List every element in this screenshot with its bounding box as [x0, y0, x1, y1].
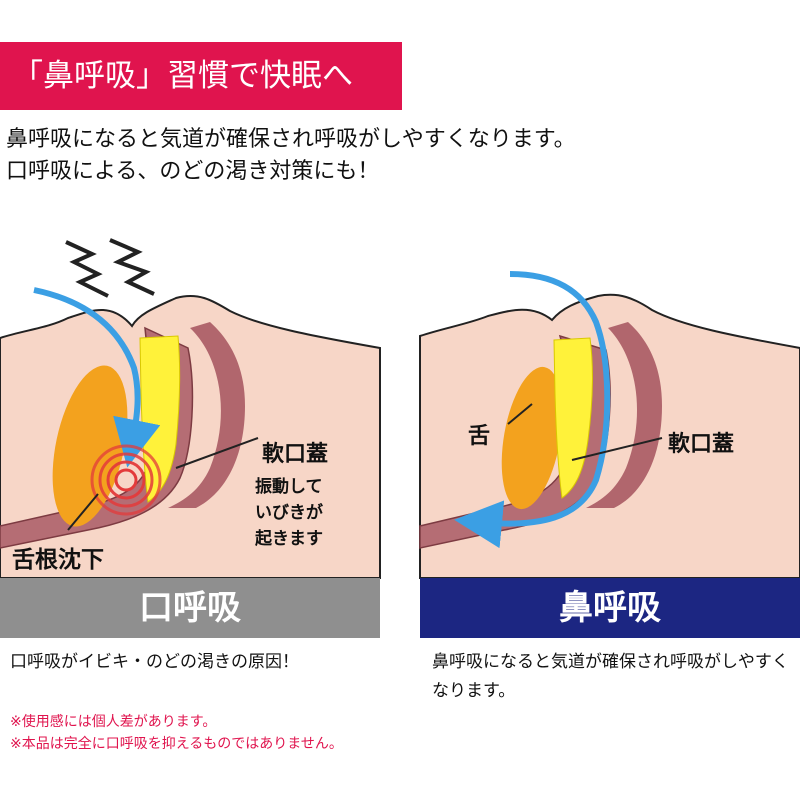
intro-line-2: 口呼吸による、のどの渇き対策にも！	[6, 159, 380, 184]
left-tongue-root-label: 舌根沈下	[12, 547, 104, 573]
tongue-root-pointer	[67, 493, 99, 531]
disclaimer-line-2: ※本品は完全に口呼吸を抑えるものではありません。	[10, 736, 343, 752]
soft-palate-pointer	[571, 437, 663, 461]
mouth-breathing-diagram	[0, 238, 381, 579]
nose-breathing-diagram	[419, 271, 800, 579]
throat-detail	[586, 322, 662, 508]
disclaimer-notes: ※使用感には個人差があります。 ※本品は完全に口呼吸を抑えるものではありません。	[10, 711, 510, 755]
snore-bolt-1	[65, 240, 109, 298]
mouth-airflow	[33, 287, 161, 468]
disclaimer-line-1: ※使用感には個人差があります。	[10, 714, 217, 730]
mouth-breathing-mode-bar: 口呼吸	[0, 578, 380, 638]
right-soft-palate-label: 軟口蓋	[668, 432, 735, 457]
nose-breathing-mode-bar: 鼻呼吸	[420, 578, 800, 638]
mouth-breathing-illustration: 軟口蓋 振動して いびきが 起きます 舌根沈下	[0, 208, 381, 579]
snore-vibration-icon	[90, 444, 162, 516]
tongue-pointer	[507, 403, 533, 425]
left-vibration-line-3: 起きます	[255, 529, 323, 549]
left-vibration-line-1: 振動して	[255, 477, 323, 497]
left-soft-palate-label: 軟口蓋	[262, 442, 329, 467]
headline-banner: 「鼻呼吸」習慣で快眠へ	[0, 42, 402, 110]
soft-palate-pointer	[175, 437, 259, 469]
left-vibration-line-2: いびきが	[255, 503, 323, 523]
intro-text: 鼻呼吸になると気道が確保され呼吸がしやすくなります。 口呼吸による、のどの渇き対…	[6, 124, 786, 188]
snore-bolt-2	[109, 238, 155, 296]
mouth-breathing-caption: 口呼吸がイビキ・のどの渇きの原因！	[10, 652, 299, 672]
nasal-airflow	[454, 271, 611, 549]
nose-breathing-caption: 鼻呼吸になると気道が確保され呼吸がしやすくなります。	[432, 652, 789, 701]
intro-line-1: 鼻呼吸になると気道が確保され呼吸がしやすくなります。	[6, 127, 576, 152]
tongue-shape	[501, 366, 563, 510]
nose-breathing-illustration: 舌 軟口蓋	[419, 208, 800, 579]
throat-detail	[168, 322, 245, 508]
right-tongue-label: 舌	[468, 424, 491, 449]
